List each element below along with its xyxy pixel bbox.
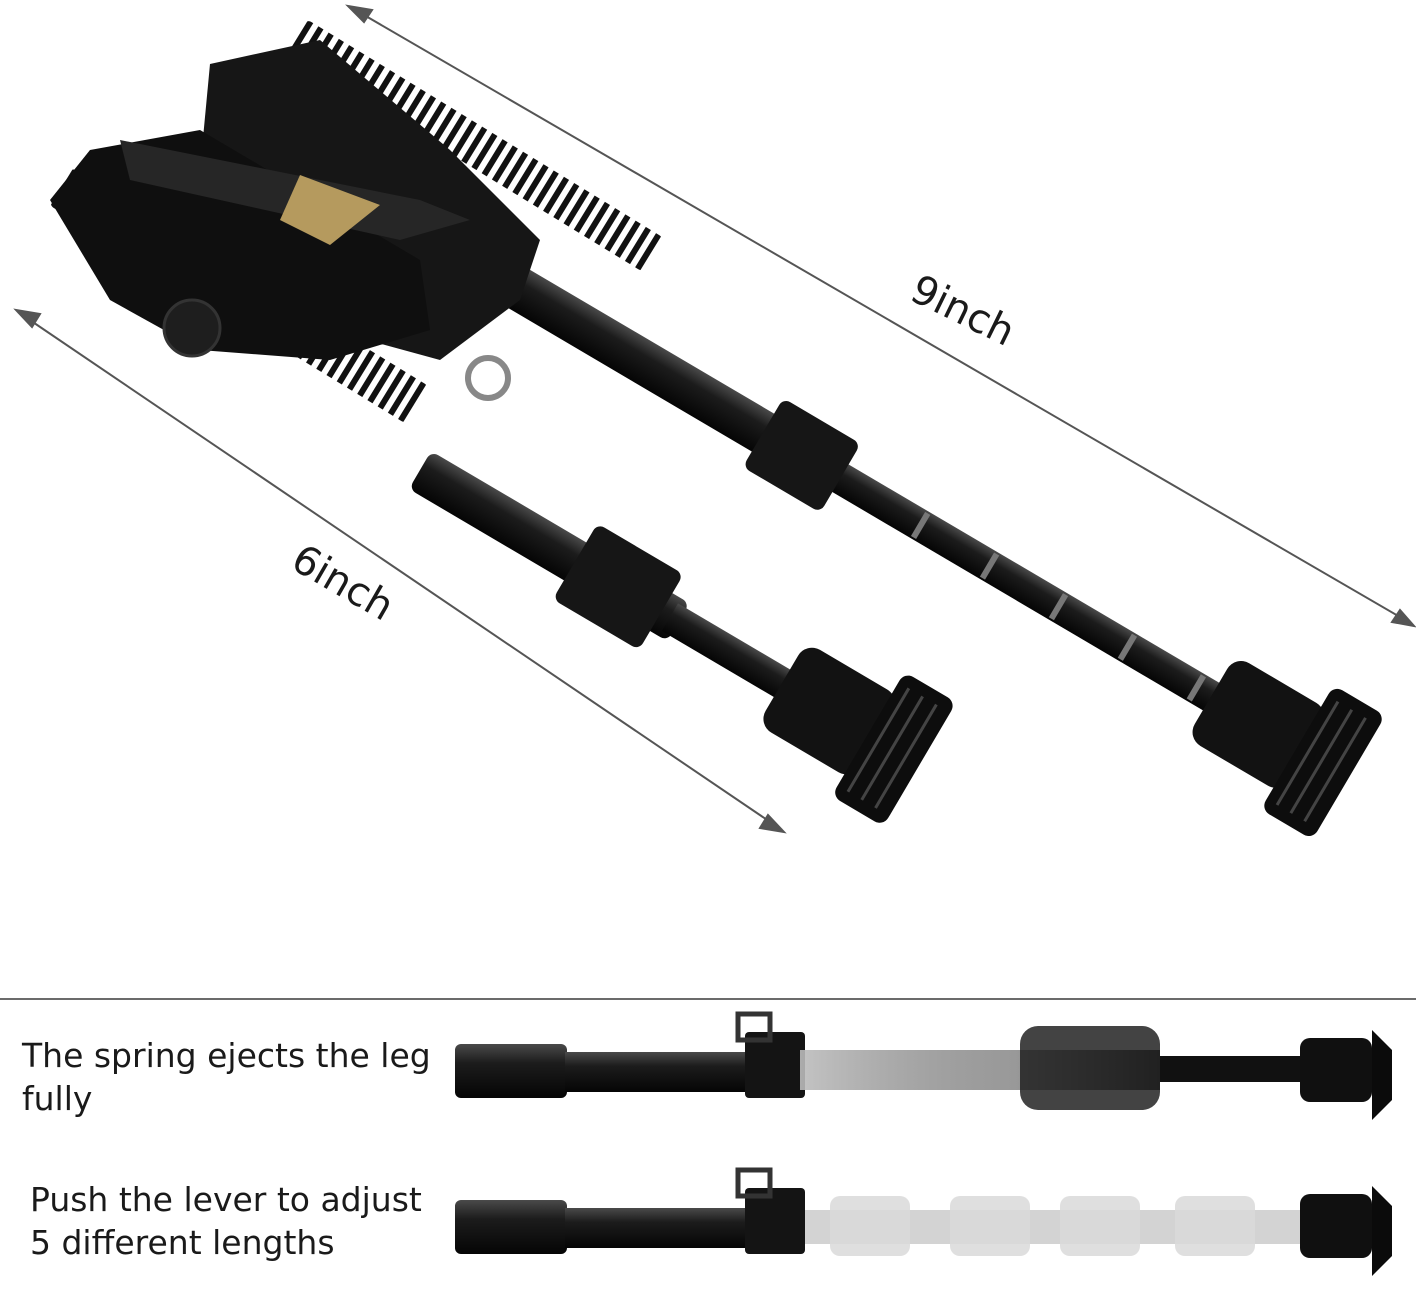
extending-leg-illustration (455, 1011, 1392, 1120)
bipod-mount (50, 40, 540, 401)
section-divider (0, 998, 1416, 1000)
long-leg (461, 243, 1382, 837)
dimension-arrow-9inch (345, 4, 1416, 628)
feature-caption-lever: Push the lever to adjust 5 different len… (30, 1178, 422, 1264)
feature-caption-spring-line2: fully (22, 1079, 93, 1118)
feature-caption-lever-line1: Push the lever to adjust (30, 1180, 422, 1219)
feature-caption-lever-line2: 5 different lengths (30, 1223, 335, 1262)
feature-caption-spring-line1: The spring ejects the leg (22, 1036, 431, 1075)
upper-spring (287, 21, 663, 271)
short-leg (411, 453, 953, 823)
dimension-arrow-6inch (13, 308, 787, 834)
length-steps-illustration (455, 1167, 1392, 1276)
feature-caption-spring: The spring ejects the leg fully (22, 1034, 431, 1120)
